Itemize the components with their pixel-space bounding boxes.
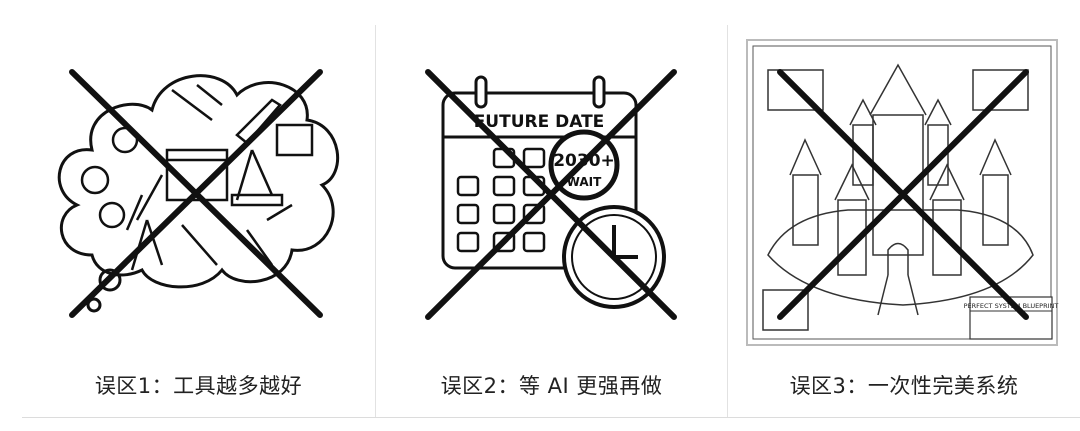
gear-icon [98, 201, 126, 229]
caption: 误区3：一次性完美系统 [789, 374, 1019, 398]
screwdriver-icon [125, 174, 164, 231]
wrench-icon [181, 203, 293, 266]
castle-blueprint-illustration: PERFECT SYSTEM BLUEPRINT [746, 39, 1058, 346]
caption: 误区2：等 AI 更强再做 [440, 374, 663, 398]
gear-icon [80, 165, 110, 195]
panel-tools-myth: 误区1：工具越多越好 [22, 25, 375, 418]
bottom-rule [22, 417, 1080, 418]
cross-out-mark [425, 69, 677, 320]
tools-cloud-illustration [57, 69, 339, 318]
hammer-icon [171, 84, 223, 121]
panel-wait-ai-myth: FUTURE DATE 2030+ WAIT 误区2：等 AI 更强再做 [376, 25, 727, 418]
thought-cloud-icon [57, 74, 339, 313]
tool-icons [80, 84, 314, 271]
compass-icon [235, 149, 274, 201]
badge-wait: WAIT [567, 175, 602, 189]
pencil-icon [235, 98, 282, 145]
cross-out-mark [69, 69, 323, 318]
calendar-title: FUTURE DATE [474, 112, 605, 132]
castle-drawing [762, 63, 1034, 331]
panel-divider [375, 25, 376, 418]
panel-divider [727, 25, 728, 418]
window-icon [275, 123, 314, 157]
calendar-illustration: FUTURE DATE 2030+ WAIT [425, 69, 677, 320]
ruler-icon [230, 193, 284, 207]
panel-perfect-system-myth: PERFECT SYSTEM BLUEPRINT 误区3：一次性完美系统 [728, 25, 1080, 418]
browser-window-icon [165, 148, 229, 202]
cross-out-mark [777, 69, 1029, 320]
caption: 误区1：工具越多越好 [94, 374, 303, 398]
